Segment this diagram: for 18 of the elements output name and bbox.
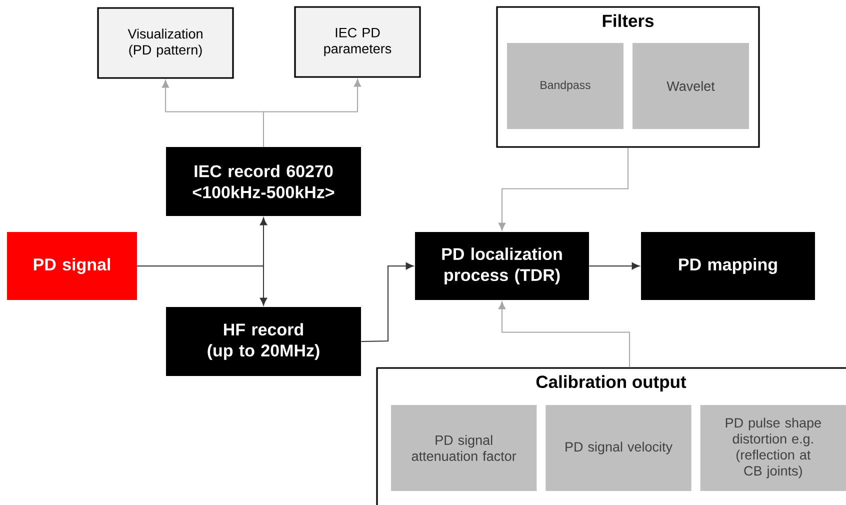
- parameter-box: Bandpass: [507, 43, 624, 129]
- parameter-box: PD signal attenuation factor: [391, 405, 537, 491]
- parameter-box: PD signal velocity: [546, 405, 692, 491]
- arrow: [498, 147, 628, 231]
- arrow: [498, 301, 630, 368]
- process-box: HF record (up to 20MHz): [166, 307, 361, 376]
- arrow: [263, 79, 362, 148]
- parameter-box: Wavelet: [632, 43, 749, 129]
- output-box: Visualization (PD pattern): [97, 7, 234, 79]
- input-box: PD signal: [7, 232, 137, 300]
- arrow: [136, 266, 268, 306]
- output-box: IEC PD parameters: [294, 6, 421, 78]
- arrow: [360, 262, 414, 342]
- process-box: PD localization process (TDR): [415, 232, 589, 300]
- process-box: PD mapping: [641, 232, 815, 300]
- arrow: [588, 262, 640, 270]
- parameter-box: PD pulse shape distortion e.g. (reflection at CB joints): [700, 405, 846, 491]
- process-box: IEC record 60270 <100kHz-500kHz>: [166, 147, 361, 216]
